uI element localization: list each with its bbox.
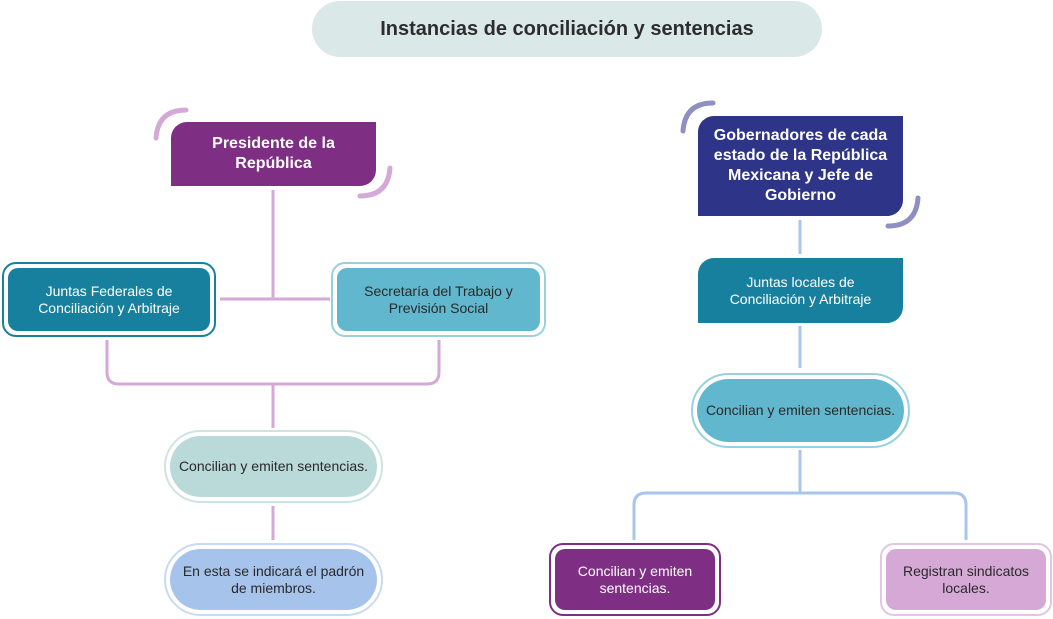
- right-concilian-box: Concilian y emiten sentencias.: [691, 373, 910, 448]
- gobernadores-arc-bottom: [885, 195, 921, 229]
- right-concilian-2-box: Concilian y emiten sentencias.: [549, 543, 721, 616]
- left-connectors: [105, 190, 441, 540]
- juntas-locales-label: Juntas locales de Conciliación y Arbitra…: [729, 273, 872, 307]
- gobernadores-box: Gobernadores de cada estado de la Repúbl…: [698, 116, 903, 216]
- juntas-locales-box: Juntas locales de Conciliación y Arbitra…: [698, 258, 903, 323]
- left-merge-bracket: [105, 340, 441, 386]
- left-concilian-box: Concilian y emiten sentencias.: [164, 430, 383, 503]
- secretaria-label: Secretaría del Trabajo y Previsión Socia…: [364, 282, 513, 316]
- right-split-bracket: [632, 491, 968, 540]
- left-concilian-label: Concilian y emiten sentencias.: [178, 458, 369, 474]
- juntas-federales-box: Juntas Federales de Conciliación y Arbit…: [2, 262, 216, 337]
- president-label: Presidente de la República: [212, 135, 335, 172]
- padron-box: En esta se indicará el padrón de miembro…: [164, 543, 383, 616]
- secretaria-box: Secretaría del Trabajo y Previsión Socia…: [331, 262, 546, 337]
- padron-label: En esta se indicará el padrón de miembro…: [182, 562, 365, 596]
- right-concilian-label: Concilian y emiten sentencias.: [705, 402, 896, 418]
- right-concilian-2-label: Concilian y emiten sentencias.: [577, 562, 693, 596]
- president-box: Presidente de la República: [171, 122, 376, 186]
- registran-label: Registran sindicatos locales.: [902, 562, 1030, 596]
- gobernadores-label: Gobernadores de cada estado de la Repúbl…: [713, 127, 888, 204]
- gobernadores-arc-top: [680, 100, 716, 134]
- right-connectors: [632, 220, 968, 540]
- page-title: Instancias de conciliación y sentencias: [312, 1, 822, 57]
- president-arc-top: [153, 107, 189, 141]
- president-arc-bottom: [357, 165, 393, 199]
- juntas-federales-label: Juntas Federales de Conciliación y Arbit…: [38, 282, 180, 316]
- registran-box: Registran sindicatos locales.: [880, 543, 1052, 616]
